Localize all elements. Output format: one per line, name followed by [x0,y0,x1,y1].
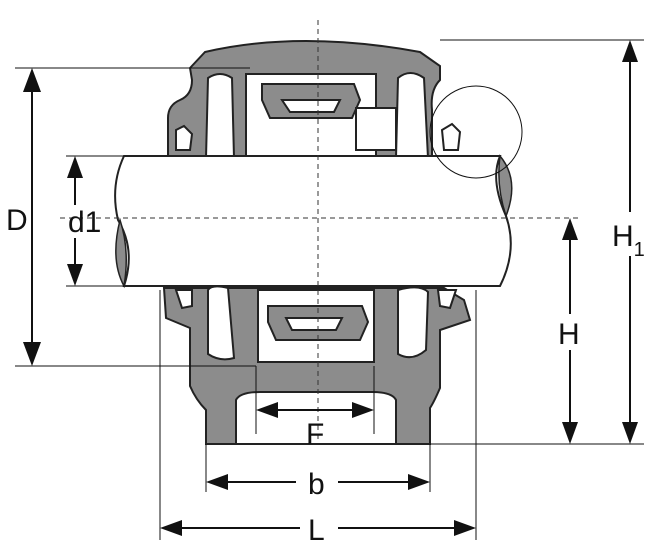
dimension-L: L [160,514,476,547]
housing-upper [167,40,462,159]
dimension-b: b [206,468,430,501]
label-D: D [6,204,28,237]
dimension-d1: d1 [67,156,101,286]
label-H1: H1 [612,220,645,261]
detail-circle [429,85,523,179]
dimension-H1: H1 [612,40,645,444]
label-b: b [308,468,325,501]
dimension-F: F [256,402,374,451]
shaft [114,154,513,289]
label-H: H [558,318,580,351]
label-L: L [308,514,325,547]
dimension-D: D [6,68,41,366]
extension-lines [15,39,644,540]
label-d1: d1 [68,206,101,239]
label-F: F [306,418,324,451]
housing-lower [162,285,472,445]
dimension-H: H [558,218,580,444]
